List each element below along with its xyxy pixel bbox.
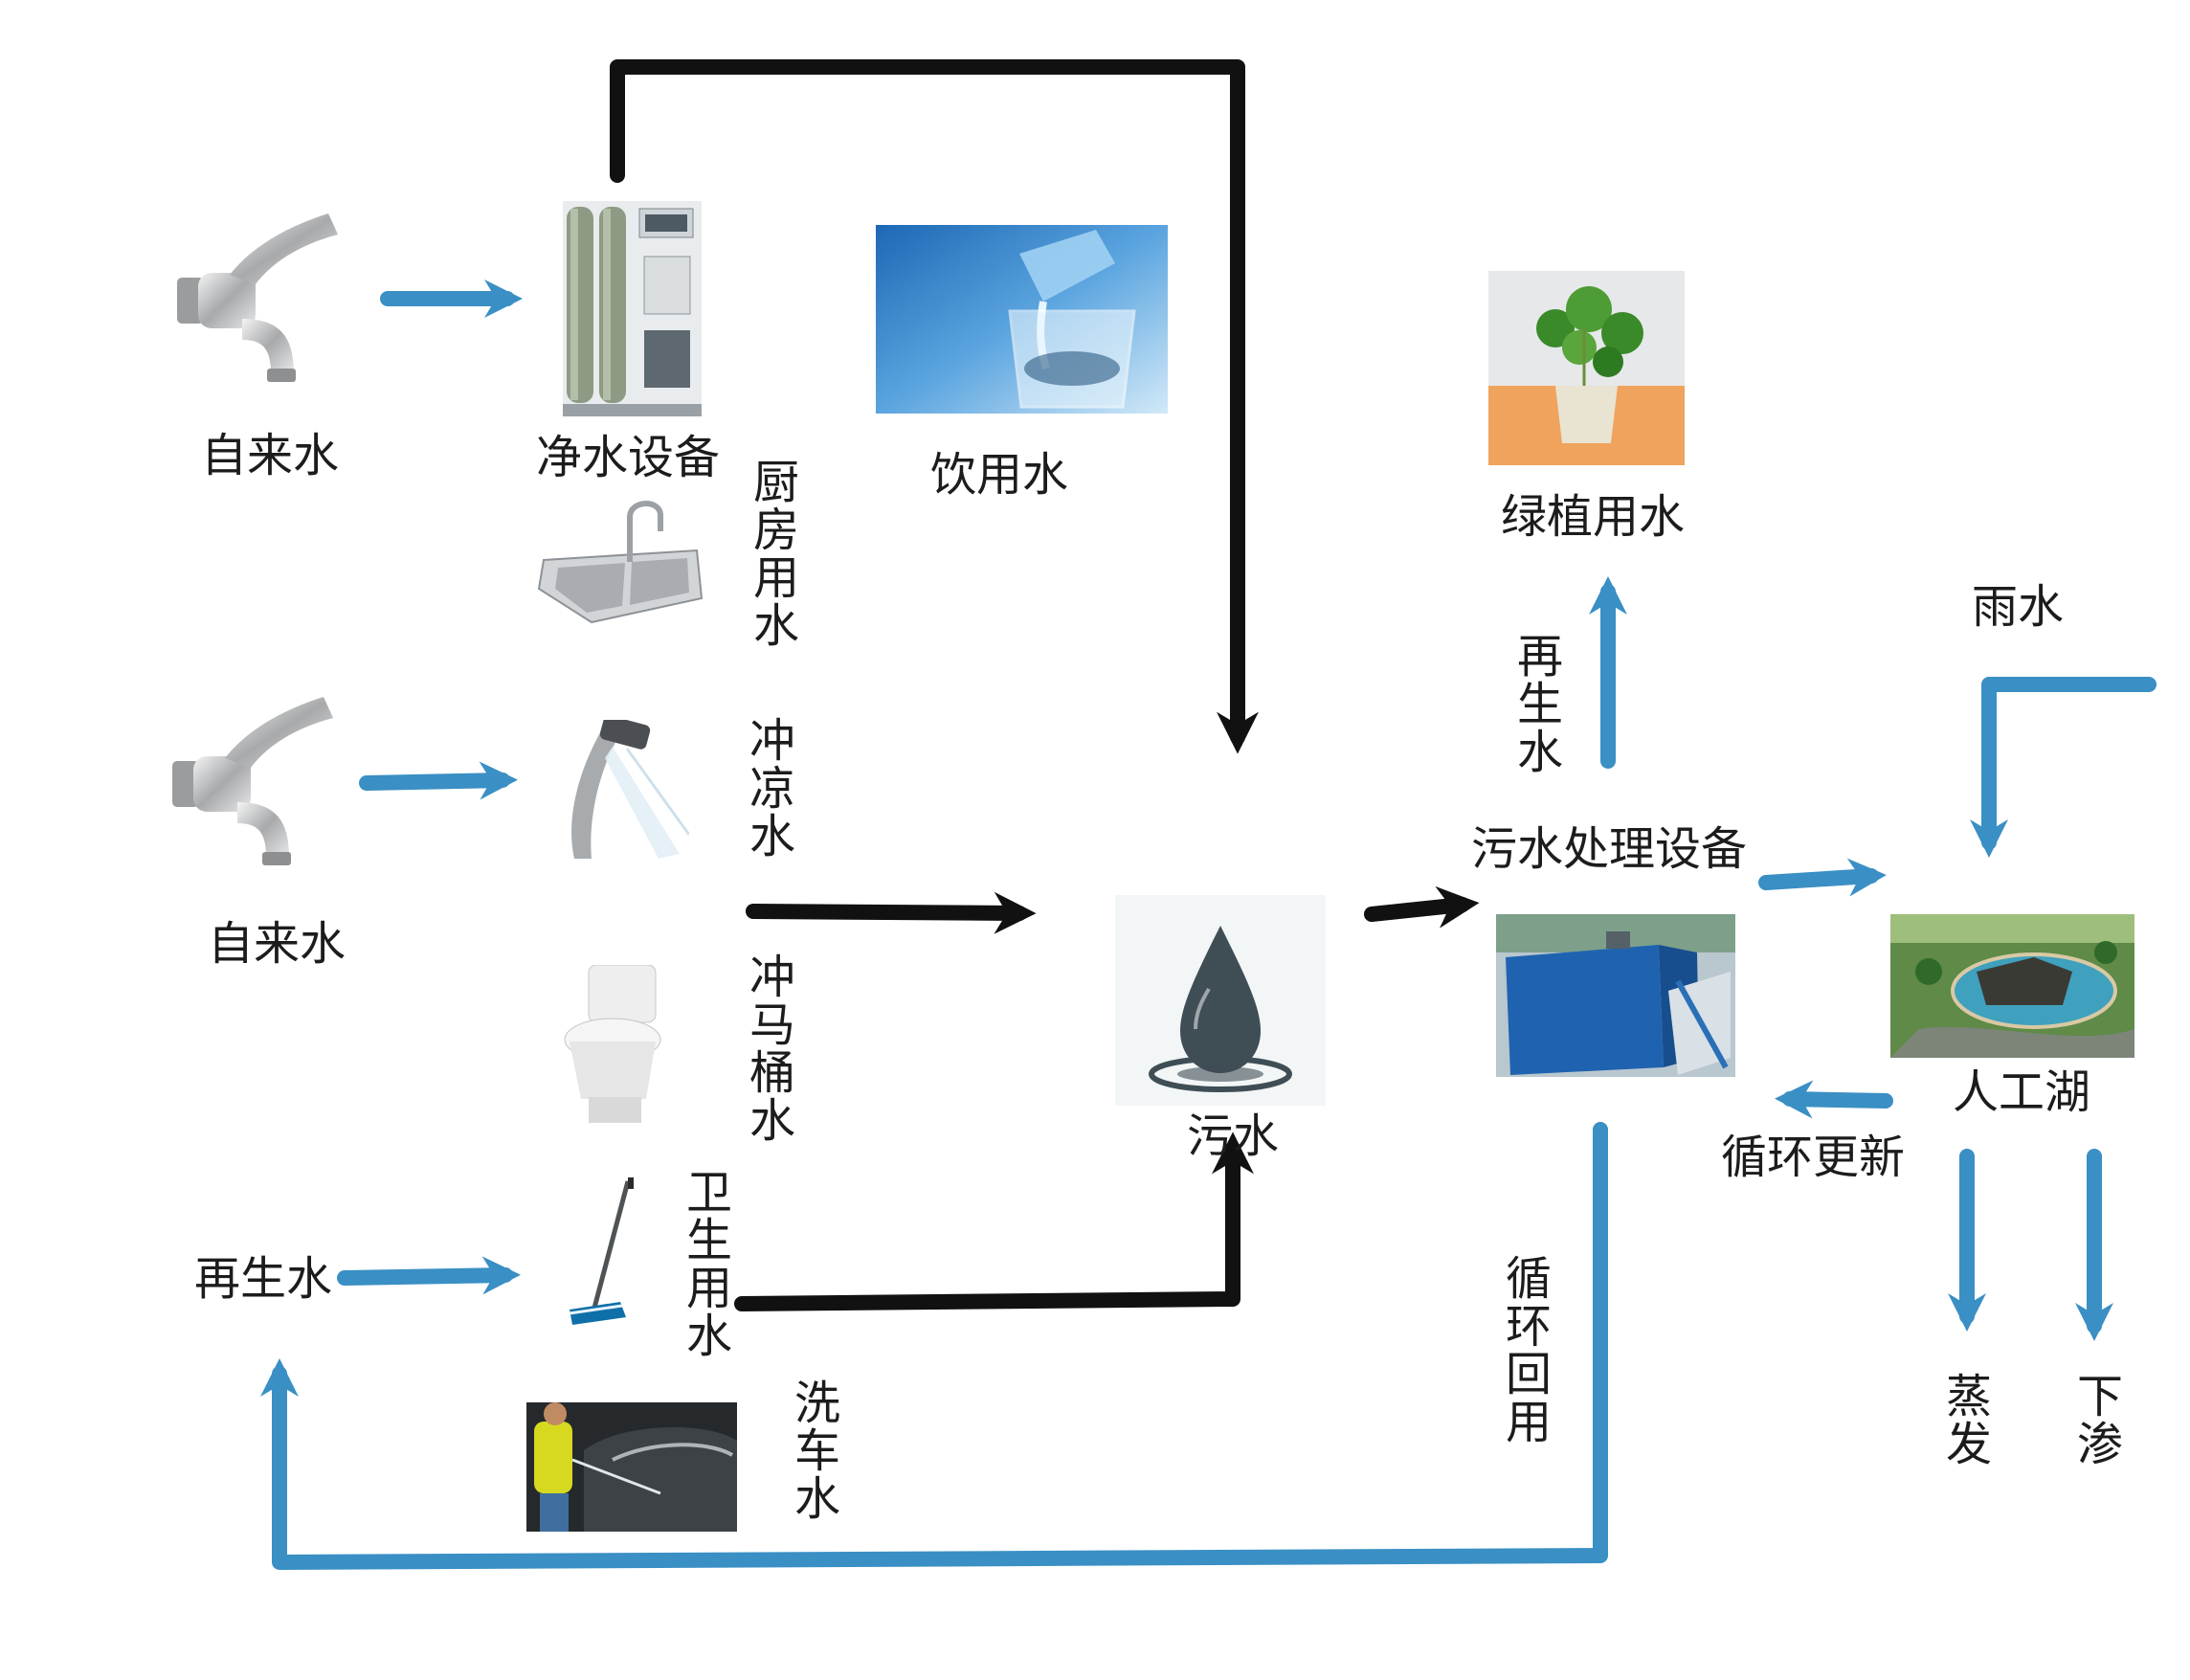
label-toilet-water: 冲马桶水 [741, 952, 794, 1144]
arrow-purifier-to-sewage [610, 59, 1259, 754]
car-wash-icon [526, 1402, 737, 1532]
faucet-icon [172, 697, 333, 865]
label-car-wash-water: 洗车水 [786, 1378, 839, 1522]
arrow-mop-to-sewage [734, 1131, 1254, 1311]
label-kitchen-water: 厨房用水 [745, 458, 798, 649]
potted-plant-icon [1488, 271, 1685, 465]
label-seepage: 下渗 [2068, 1372, 2122, 1467]
arrow-reclaimed-to-mop [337, 1256, 521, 1295]
label-drinking-water: 饮用水 [930, 448, 1069, 502]
arrow-lake-to-treatment [1775, 1080, 1893, 1119]
arrow-sewage-to-treatment [1364, 885, 1480, 929]
mop-icon [569, 1177, 634, 1325]
water-purifier-icon [563, 201, 702, 416]
label-purifier: 净水设备 [536, 431, 721, 484]
label-artificial-lake: 人工湖 [1953, 1065, 2091, 1119]
label-rainwater: 雨水 [1972, 580, 2065, 634]
arrow-tap-to-shower [359, 761, 518, 800]
arrow-usage-to-sewage [746, 891, 1037, 934]
kitchen-sink-icon [537, 501, 704, 624]
label-reclaimed-water: 再生水 [194, 1252, 333, 1306]
artificial-lake-icon [1890, 914, 2134, 1058]
label-sanitation-water: 卫生用水 [678, 1168, 731, 1359]
arrow-recycle-loop [260, 1122, 1608, 1570]
faucet-icon [177, 213, 338, 382]
sewage-treatment-tank-icon [1496, 914, 1735, 1077]
label-shower-water: 冲凉水 [741, 716, 794, 860]
label-reclaimed-water-up: 再生水 [1508, 632, 1562, 775]
label-recycle-reuse: 循环回用 [1497, 1254, 1551, 1445]
toilet-icon [564, 965, 661, 1123]
label-treatment-equipment: 污水处理设备 [1471, 822, 1748, 876]
drinking-water-icon [876, 225, 1168, 414]
label-tap-water-middle: 自来水 [208, 917, 346, 971]
label-plant-water: 绿植用水 [1501, 490, 1686, 544]
shower-head-icon [571, 720, 689, 859]
arrow-rain-to-lake [1970, 677, 2156, 858]
label-sewage: 污水 [1187, 1109, 1280, 1163]
arrow-treatment-to-lake [1758, 858, 1887, 897]
label-evaporation: 蒸发 [1937, 1372, 1991, 1467]
label-tap-water-top: 自来水 [201, 429, 340, 482]
water-drop-icon [1115, 895, 1326, 1106]
label-circulation-renewal: 循环更新 [1721, 1131, 1906, 1184]
